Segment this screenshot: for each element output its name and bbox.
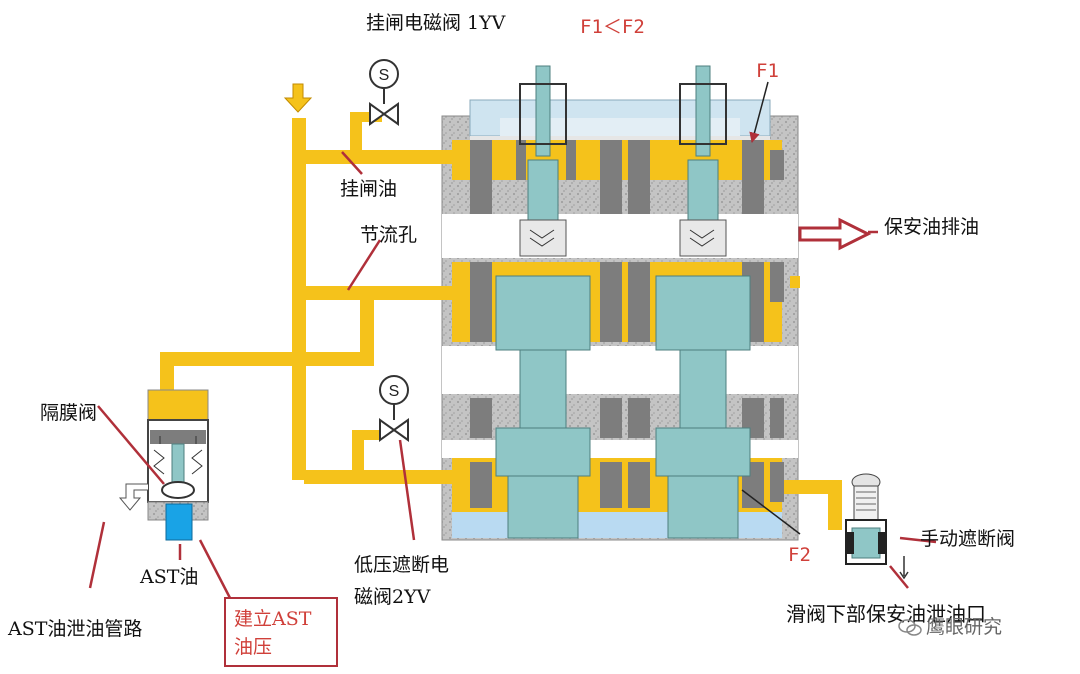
diaphragm-valve-label: 隔膜阀 bbox=[40, 402, 98, 424]
trip-oil-label: 挂闸油 bbox=[340, 178, 398, 200]
solenoid-1yv bbox=[369, 59, 399, 126]
low-pressure-solenoid-line1: 低压遮断电 bbox=[354, 554, 450, 576]
solenoid-2yv-symbol: S bbox=[389, 383, 400, 400]
safety-drain-label: 保安油排油 bbox=[884, 216, 980, 238]
callout-lines bbox=[88, 151, 937, 599]
diaphragm-valve bbox=[118, 389, 209, 541]
oil-inlet-arrow-icon bbox=[283, 83, 313, 113]
safety-drain-arrow-icon bbox=[798, 217, 872, 251]
manual-trip-valve-label: 手动遮断阀 bbox=[920, 528, 1016, 550]
solenoid-2yv bbox=[379, 375, 409, 442]
orifice-label: 节流孔 bbox=[360, 224, 418, 246]
f2-pointer bbox=[741, 489, 801, 535]
manual-trip-valve bbox=[845, 473, 909, 580]
ast-oil-label: AST油 bbox=[140, 566, 199, 588]
force-compare-label: F1＜F2 bbox=[580, 16, 645, 38]
f1-label: F1 bbox=[756, 60, 779, 82]
f1-pointer bbox=[749, 81, 769, 144]
build-ast-line2: 油压 bbox=[234, 636, 273, 658]
f2-label: F2 bbox=[788, 544, 811, 566]
chat-bubble-icon bbox=[898, 618, 922, 636]
ast-drain-pipe-label: AST油泄油管路 bbox=[8, 618, 143, 640]
spool-right bbox=[655, 65, 751, 539]
watermark: 鹰眼研究 bbox=[898, 612, 1002, 639]
slide-drain-label: 滑阀下部保安油泄油口 bbox=[786, 602, 986, 626]
spool-left bbox=[495, 65, 591, 539]
watermark-text: 鹰眼研究 bbox=[926, 616, 1003, 638]
build-ast-pressure-box: 建立AST 油压 bbox=[224, 597, 338, 667]
build-ast-line1: 建立AST bbox=[234, 608, 312, 630]
low-pressure-solenoid-line2: 磁阀2YV bbox=[354, 586, 431, 608]
trip-solenoid-label: 挂闸电磁阀 1YV bbox=[366, 12, 506, 34]
solenoid-1yv-symbol: S bbox=[379, 67, 390, 84]
